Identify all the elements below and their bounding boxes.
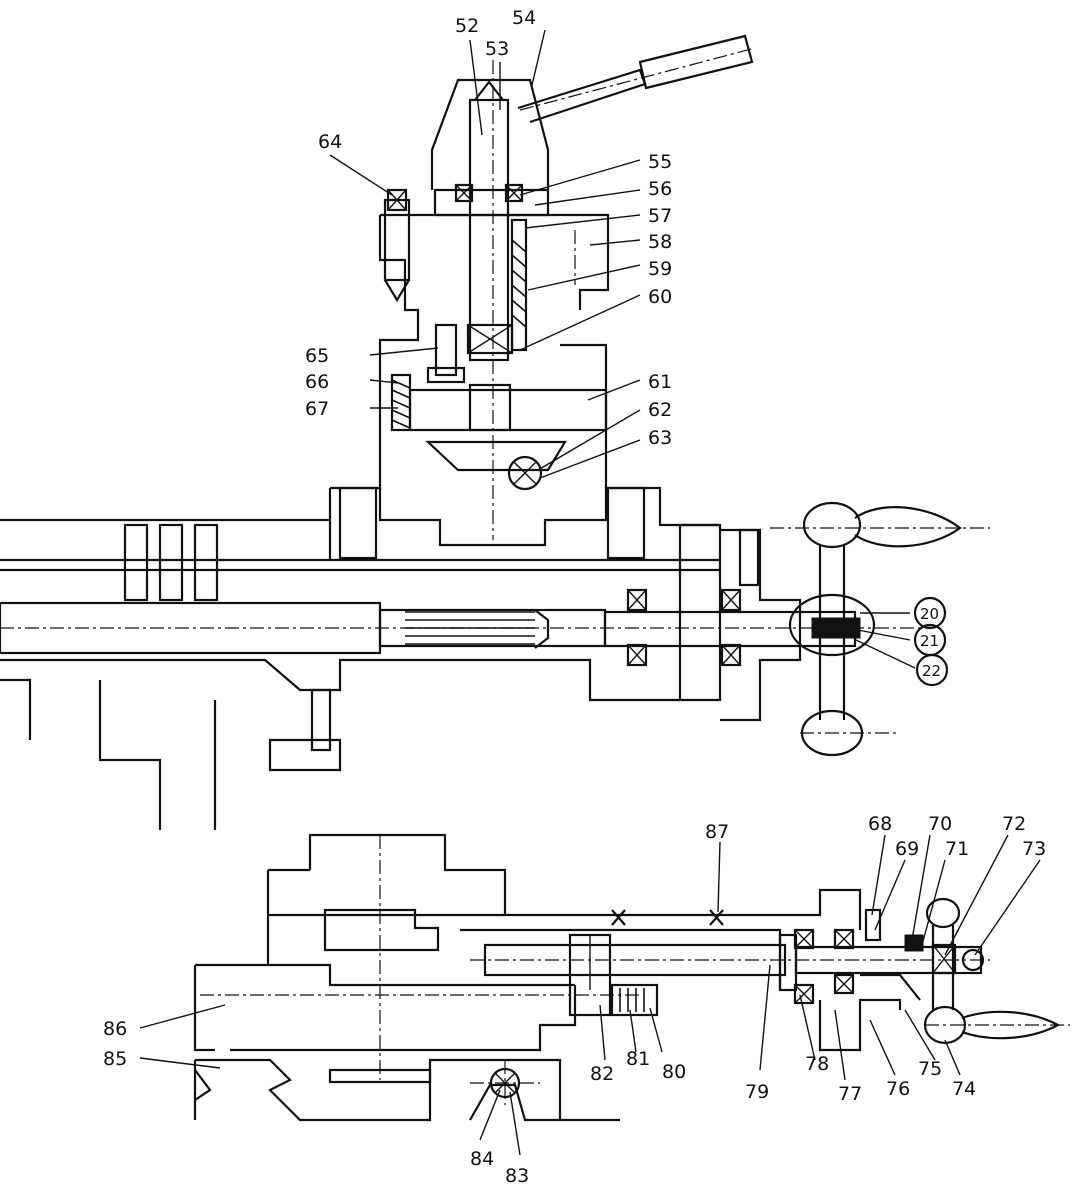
upper-leader-lines: [329, 29, 916, 669]
label-52: 52: [455, 15, 479, 37]
label-73: 73: [1022, 838, 1046, 860]
label-84: 84: [470, 1148, 494, 1170]
label-62: 62: [648, 399, 672, 421]
label-81: 81: [626, 1048, 650, 1070]
label-87: 87: [705, 821, 729, 843]
label-55: 55: [648, 151, 672, 173]
label-61: 61: [648, 371, 672, 393]
label-65: 65: [305, 345, 329, 367]
label-80: 80: [662, 1061, 686, 1083]
label-56: 56: [648, 178, 672, 200]
compound-slide-body: [378, 188, 610, 491]
label-76: 76: [886, 1078, 910, 1100]
circled-callouts: 20 21 22: [913, 596, 949, 687]
callout-20: 20: [920, 605, 939, 623]
label-68: 68: [868, 813, 892, 835]
label-72: 72: [1002, 813, 1026, 835]
label-79: 79: [745, 1081, 769, 1103]
lower-shaft-assembly: [470, 908, 990, 1052]
label-60: 60: [648, 286, 672, 308]
apron-body: [193, 833, 862, 1122]
label-78: 78: [805, 1053, 829, 1075]
callout-22: 22: [922, 662, 941, 680]
label-66: 66: [305, 371, 329, 393]
label-67: 67: [305, 398, 329, 420]
label-74: 74: [952, 1078, 976, 1100]
label-57: 57: [648, 205, 672, 227]
lower-handwheel: [923, 897, 1070, 1045]
label-63: 63: [648, 427, 672, 449]
label-85: 85: [103, 1048, 127, 1070]
label-58: 58: [648, 231, 672, 253]
label-53: 53: [485, 38, 509, 60]
label-83: 83: [505, 1165, 529, 1187]
label-59: 59: [648, 258, 672, 280]
label-75: 75: [918, 1058, 942, 1080]
tool-post-head: [430, 34, 756, 540]
upper-handwheel: [770, 501, 990, 757]
label-86: 86: [103, 1018, 127, 1040]
lower-leader-lines: [139, 834, 1041, 1156]
callout-21: 21: [920, 632, 939, 650]
label-69: 69: [895, 838, 919, 860]
lower-section-view: 87 68 69 70 71 72 73 86 85 82 81 80 79 7…: [103, 813, 1070, 1187]
label-77: 77: [838, 1083, 862, 1105]
label-70: 70: [928, 813, 952, 835]
label-54: 54: [512, 7, 536, 29]
saddle-and-cross-slide: [0, 486, 930, 830]
upper-section-view: 52 53 54 64 55 56 57 58 59 60 65 66 67 6…: [0, 7, 990, 830]
label-82: 82: [590, 1063, 614, 1085]
label-64: 64: [318, 131, 342, 153]
label-71: 71: [945, 838, 969, 860]
